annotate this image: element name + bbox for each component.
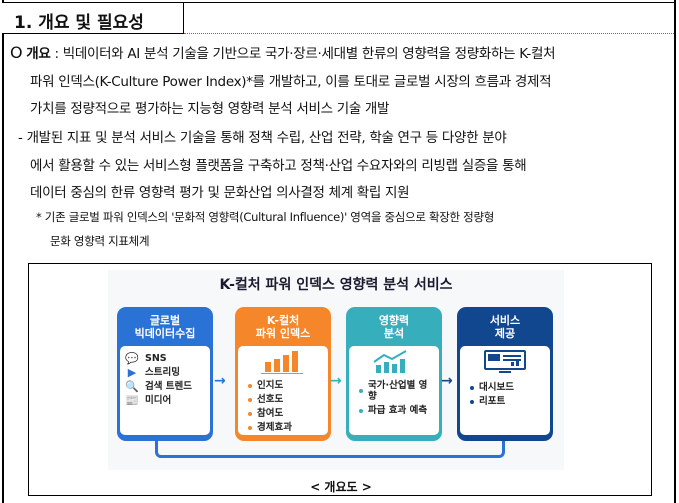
list-item: 인지도 (242, 380, 324, 391)
arrow-icon: → (441, 373, 453, 389)
card-body: 💬SNS ▶스트리밍 🔍검색 트렌드📰미디어 (120, 346, 210, 435)
list-item: 📰미디어 (125, 394, 172, 407)
growth-chart-icon (353, 350, 435, 377)
section-title-box: 1. 개요 및 필요성 (2, 2, 184, 34)
bar-chart-icon (242, 350, 324, 377)
footnote-line-2: 문화 영향력 지표체계 (50, 234, 150, 248)
list-item: 💬SNS (125, 352, 167, 365)
list-item: 대시보드 (464, 382, 546, 393)
sub-line-3: 데이터 중심의 한류 영향력 평가 및 문화산업 의사결정 체계 확립 지원 (30, 185, 410, 201)
footnote-line-1: * 기존 글로벌 파워 인덱스의 '문화적 영향력(Cultural Influ… (36, 210, 495, 224)
divider (184, 33, 674, 34)
sub-line-1: - 개발된 지표 및 분석 서비스 기술을 통해 정책 수립, 산업 전략, 학… (18, 130, 507, 146)
news-icon: 📰 (125, 394, 139, 407)
search-icon: 🔍 (125, 380, 139, 393)
sub-line-2: 에서 활용할 수 있는 서비스형 플랫폼을 구축하고 정책·산업 수요자와의 리… (30, 158, 527, 174)
list-item: ▶스트리밍 (124, 367, 206, 378)
list-item: 🔍검색 트렌드 (125, 380, 193, 393)
list-item: 파급 효과 예측 (353, 405, 435, 416)
chat-icon: 💬 (125, 352, 139, 365)
list-item: 선호도 (242, 394, 324, 405)
list-item: 국가·산업별 영향 (353, 380, 435, 402)
section-title: 1. 개요 및 필요성 (14, 13, 144, 33)
list-item: 리포트 (464, 396, 546, 407)
overview-line-2: 파워 인덱스(K-Culture Power Index)*를 개발하고, 이를… (30, 74, 552, 90)
figure-caption: < 개요도 > (310, 480, 372, 494)
list-item: 경제효과 (242, 422, 324, 433)
play-icon: ▶ (127, 366, 137, 379)
top-border (2, 2, 676, 3)
connector-line (155, 441, 505, 458)
list-item: 참여도 (242, 408, 324, 419)
overview-line-1: O 개요 : 빅데이터와 AI 분석 기술을 기반으로 국가·장르·세대별 한류… (10, 43, 556, 62)
arrow-icon: → (214, 373, 226, 389)
arrow-icon: → (330, 373, 342, 389)
figure-frame: < 개요도 > (28, 263, 652, 496)
monitor-icon (464, 350, 546, 379)
diagram-title: K-컬처 파워 인덱스 영향력 분석 서비스 (219, 277, 453, 293)
overview-line-3: 가치를 정량적으로 평가하는 지능형 영향력 분석 서비스 기술 개발 (30, 101, 390, 117)
